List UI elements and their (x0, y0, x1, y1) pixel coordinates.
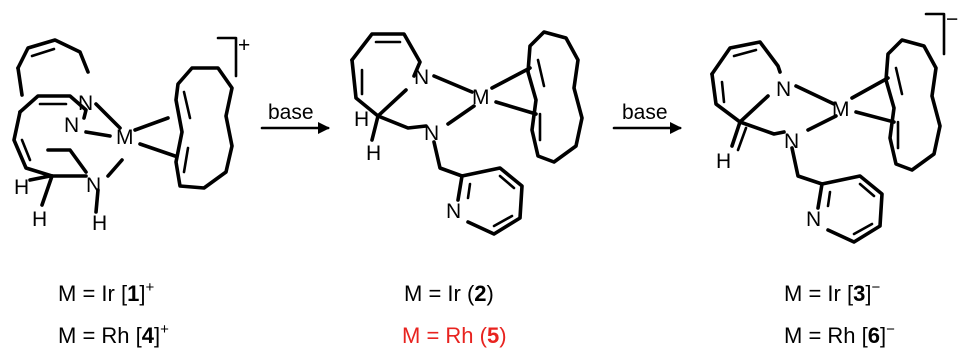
atom-H-1b: H (32, 208, 47, 231)
caption-6-number: 6 (867, 323, 880, 348)
caption-compound-5: M = Rh (5) (402, 323, 507, 349)
reaction-arrow-1: base (260, 101, 330, 134)
atom-H-3a: H (716, 150, 731, 173)
atom-N-2a: N (414, 66, 429, 89)
caption-compound-2: M = Ir (2) (404, 281, 494, 307)
caption-3-charge: − (871, 279, 881, 296)
structure-3: N M N H N − (710, 8, 958, 244)
caption-compound-4: M = Rh [4]+ (58, 321, 169, 349)
atom-M-2: M (472, 86, 490, 109)
caption-3-prefix: M = Ir [ (784, 281, 854, 306)
charge-minus-3: − (946, 8, 958, 31)
caption-compound-1: M = Ir [1]+ (58, 279, 155, 307)
caption-4-suffix: ] (154, 323, 161, 348)
caption-6-charge: − (886, 321, 895, 338)
caption-4-prefix: M = Rh [ (58, 323, 142, 348)
atom-H-2b: H (366, 142, 381, 165)
atom-N-3b: N (784, 130, 799, 153)
caption-5-number: 5 (486, 323, 500, 348)
atom-H-2a: H (354, 108, 369, 131)
caption-2-prefix: M = Ir ( (404, 281, 475, 306)
arrow-1-label: base (268, 101, 314, 124)
caption-1-charge: + (145, 279, 155, 296)
atom-N-1c: N (86, 174, 101, 197)
atom-N-2b: N (424, 122, 439, 145)
caption-compound-3: M = Ir [3]− (784, 279, 881, 307)
caption-6-suffix: ] (880, 323, 887, 348)
caption-4-number: 4 (141, 323, 154, 348)
atom-N-1b: N (64, 114, 79, 137)
caption-2-number: 2 (474, 281, 487, 306)
caption-1-suffix: ] (139, 281, 146, 306)
caption-4-charge: + (160, 321, 169, 338)
caption-3-number: 3 (853, 281, 866, 306)
caption-6-prefix: M = Rh [ (784, 323, 868, 348)
charge-plus-1: + (238, 34, 250, 57)
structure-2: N M N H H N (350, 30, 584, 236)
atom-N-3c: N (806, 208, 821, 231)
atom-H-1a: H (14, 176, 29, 199)
atom-N-3a: N (776, 78, 791, 101)
caption-2-suffix: ) (486, 281, 494, 306)
caption-5-suffix: ) (499, 323, 507, 348)
caption-compound-6: M = Rh [6]− (784, 321, 895, 349)
arrow-2-label: base (622, 101, 668, 124)
atom-N-1a: N (78, 92, 93, 115)
caption-3-suffix: ] (865, 281, 872, 306)
atom-M-3: M (832, 98, 850, 121)
caption-1-number: 1 (127, 281, 140, 306)
caption-1-prefix: M = Ir [ (58, 281, 128, 306)
atom-H-1c: H (92, 212, 107, 235)
atom-N-2c: N (446, 200, 461, 223)
structure-1: N N M N H H H + (12, 34, 250, 235)
atom-M-1: M (116, 126, 134, 149)
caption-5-prefix: M = Rh ( (402, 323, 487, 348)
reaction-arrow-2: base (612, 101, 682, 134)
